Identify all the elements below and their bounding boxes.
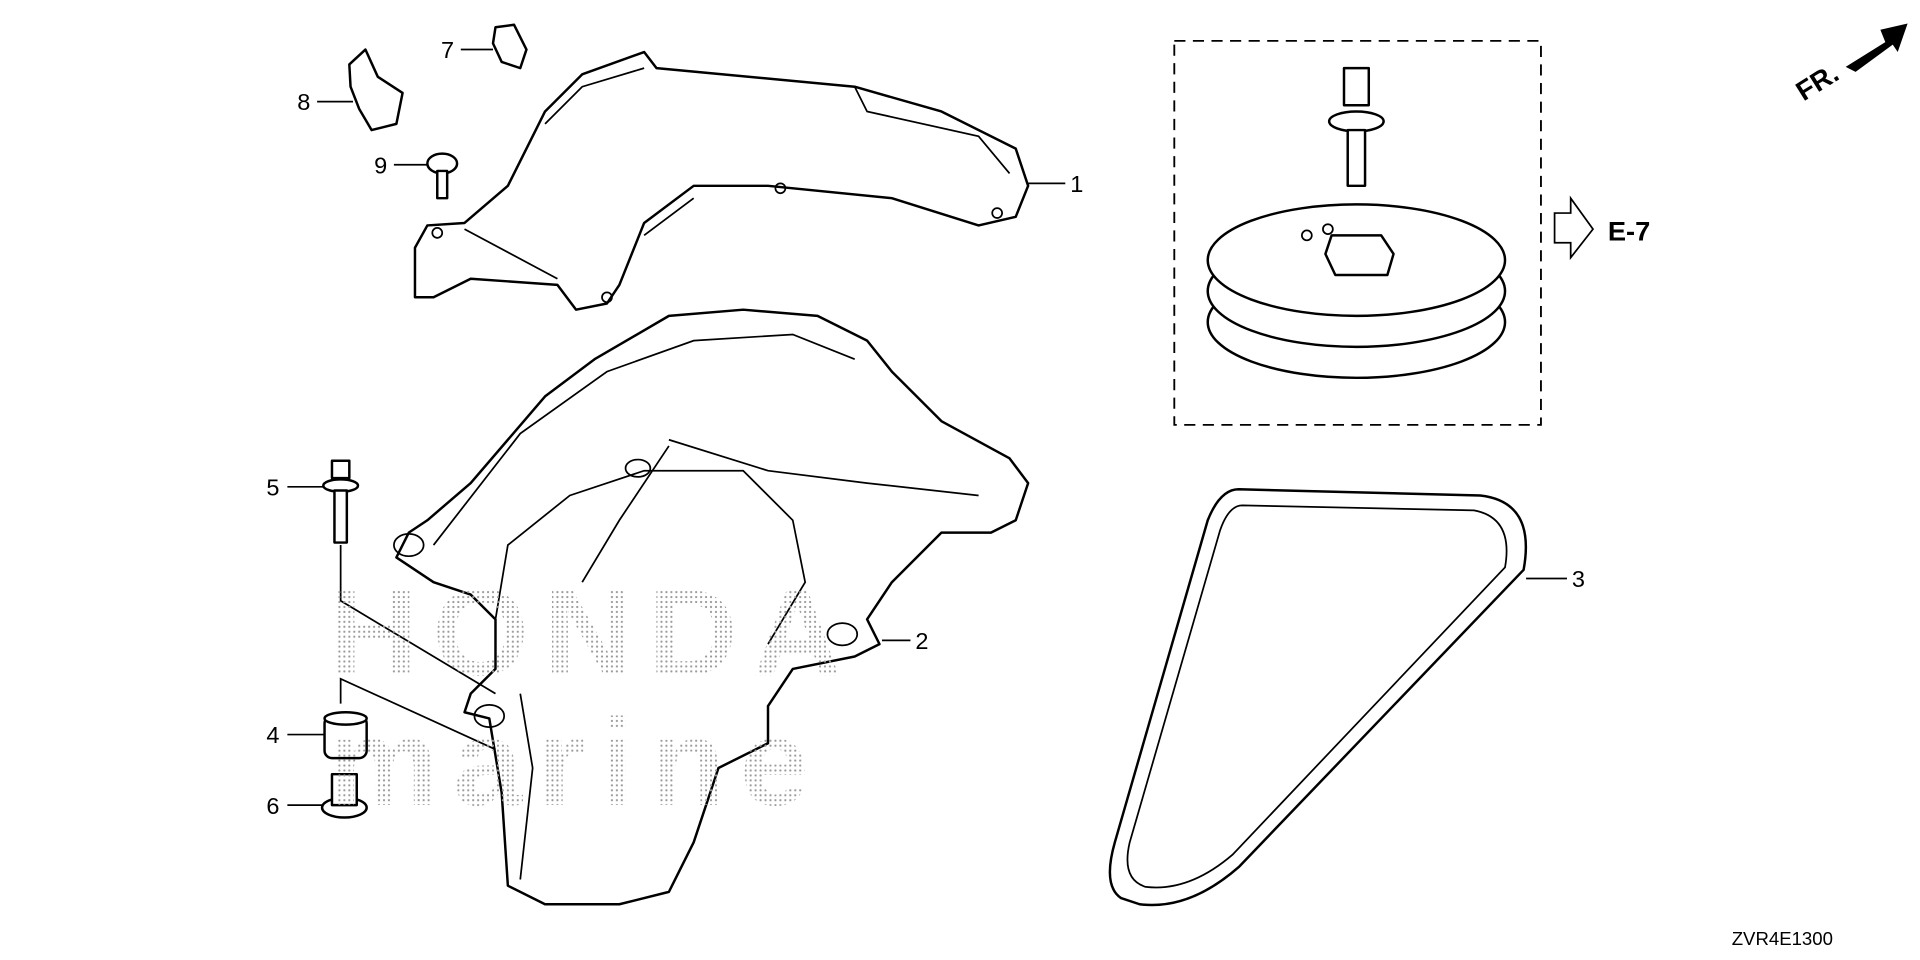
callout-7[interactable]: 7: [441, 37, 454, 63]
leader-lines: [287, 48, 1567, 807]
part-6-collar[interactable]: [320, 772, 368, 819]
part-9-screw[interactable]: [426, 152, 459, 200]
pulley-assembly-group[interactable]: [1173, 39, 1542, 426]
part-3-belt[interactable]: [1108, 488, 1528, 907]
callout-5[interactable]: 5: [266, 474, 279, 500]
part-5-bolt[interactable]: [322, 459, 360, 544]
callout-9[interactable]: 9: [374, 152, 387, 178]
diagram-code: ZVR4E1300: [1732, 928, 1833, 949]
watermark-line-2: marine: [328, 694, 823, 832]
callout-4[interactable]: 4: [266, 722, 279, 748]
part-8-clamp[interactable]: [348, 48, 404, 132]
direction-label: FR.: [1790, 57, 1844, 107]
watermark-logo: HONDA marine: [328, 564, 856, 832]
callout-2[interactable]: 2: [915, 628, 928, 654]
watermark-line-1: HONDA: [328, 564, 856, 702]
reference-link-e7[interactable]: E-7: [1553, 195, 1651, 261]
part-4-grommet[interactable]: [323, 711, 368, 760]
solid-arrow-icon: [1845, 23, 1908, 72]
front-direction-indicator: FR.: [1790, 23, 1908, 107]
reference-label: E-7: [1608, 215, 1650, 246]
callout-3[interactable]: 3: [1572, 566, 1585, 592]
hollow-arrow-icon: [1553, 195, 1595, 261]
callout-1[interactable]: 1: [1070, 171, 1083, 197]
part-2-lower-cover[interactable]: [393, 308, 1030, 906]
part-1-upper-cover[interactable]: [413, 50, 1030, 311]
callout-8[interactable]: 8: [297, 89, 310, 115]
part-7-clip[interactable]: [491, 23, 528, 70]
callout-6[interactable]: 6: [266, 793, 279, 819]
